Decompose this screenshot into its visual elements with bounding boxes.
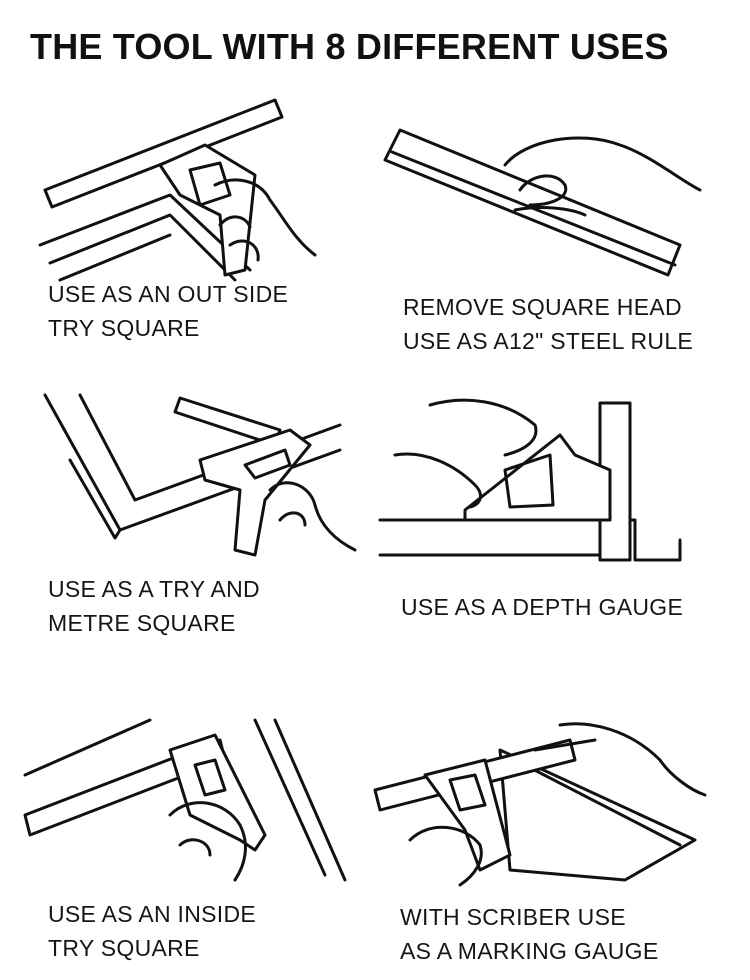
combination-square-illustration xyxy=(43,393,357,557)
ruler-illustration xyxy=(43,98,284,209)
hand-illustration xyxy=(503,136,702,217)
panel-outside-try-square: USE AS AN OUT SIDE TRY SQUARE xyxy=(30,95,350,341)
combination-square-illustration xyxy=(373,722,707,887)
workpiece-illustration xyxy=(498,748,697,882)
ruler-illustration xyxy=(383,128,702,277)
caption-depth-gauge: USE AS A DEPTH GAUGE xyxy=(401,594,684,620)
panel-steel-rule: REMOVE SQUARE HEAD USE AS A12" STEEL RUL… xyxy=(380,120,730,354)
combination-square-illustration xyxy=(38,98,317,282)
combination-square-illustration xyxy=(23,718,347,882)
combination-square-illustration xyxy=(378,398,682,562)
caption-try-and-metre-square: USE AS A TRY AND METRE SQUARE xyxy=(48,576,260,636)
page-title: THE TOOL WITH 8 DIFFERENT USES xyxy=(30,26,669,67)
hand-illustration xyxy=(393,398,538,509)
hand-illustration xyxy=(268,481,357,552)
workpiece-illustration xyxy=(378,518,682,562)
panel-marking-gauge: WITH SCRIBER USE AS A MARKING GAUGE xyxy=(370,720,710,964)
hand-illustration xyxy=(408,722,707,887)
caption-steel-rule: REMOVE SQUARE HEAD USE AS A12" STEEL RUL… xyxy=(403,294,694,354)
workpiece-illustration xyxy=(23,718,347,882)
panel-inside-try-square: USE AS AN INSIDE TRY SQUARE xyxy=(20,715,360,961)
caption-outside-try-square: USE AS AN OUT SIDE TRY SQUARE xyxy=(48,281,289,341)
hand-illustration xyxy=(168,801,247,882)
hand-illustration xyxy=(213,178,317,262)
panel-try-and-metre-square: USE AS A TRY AND METRE SQUARE xyxy=(40,390,360,636)
caption-inside-try-square: USE AS AN INSIDE TRY SQUARE xyxy=(48,901,257,961)
panel-depth-gauge: USE AS A DEPTH GAUGE xyxy=(375,395,705,620)
caption-marking-gauge: WITH SCRIBER USE AS A MARKING GAUGE xyxy=(400,904,659,964)
